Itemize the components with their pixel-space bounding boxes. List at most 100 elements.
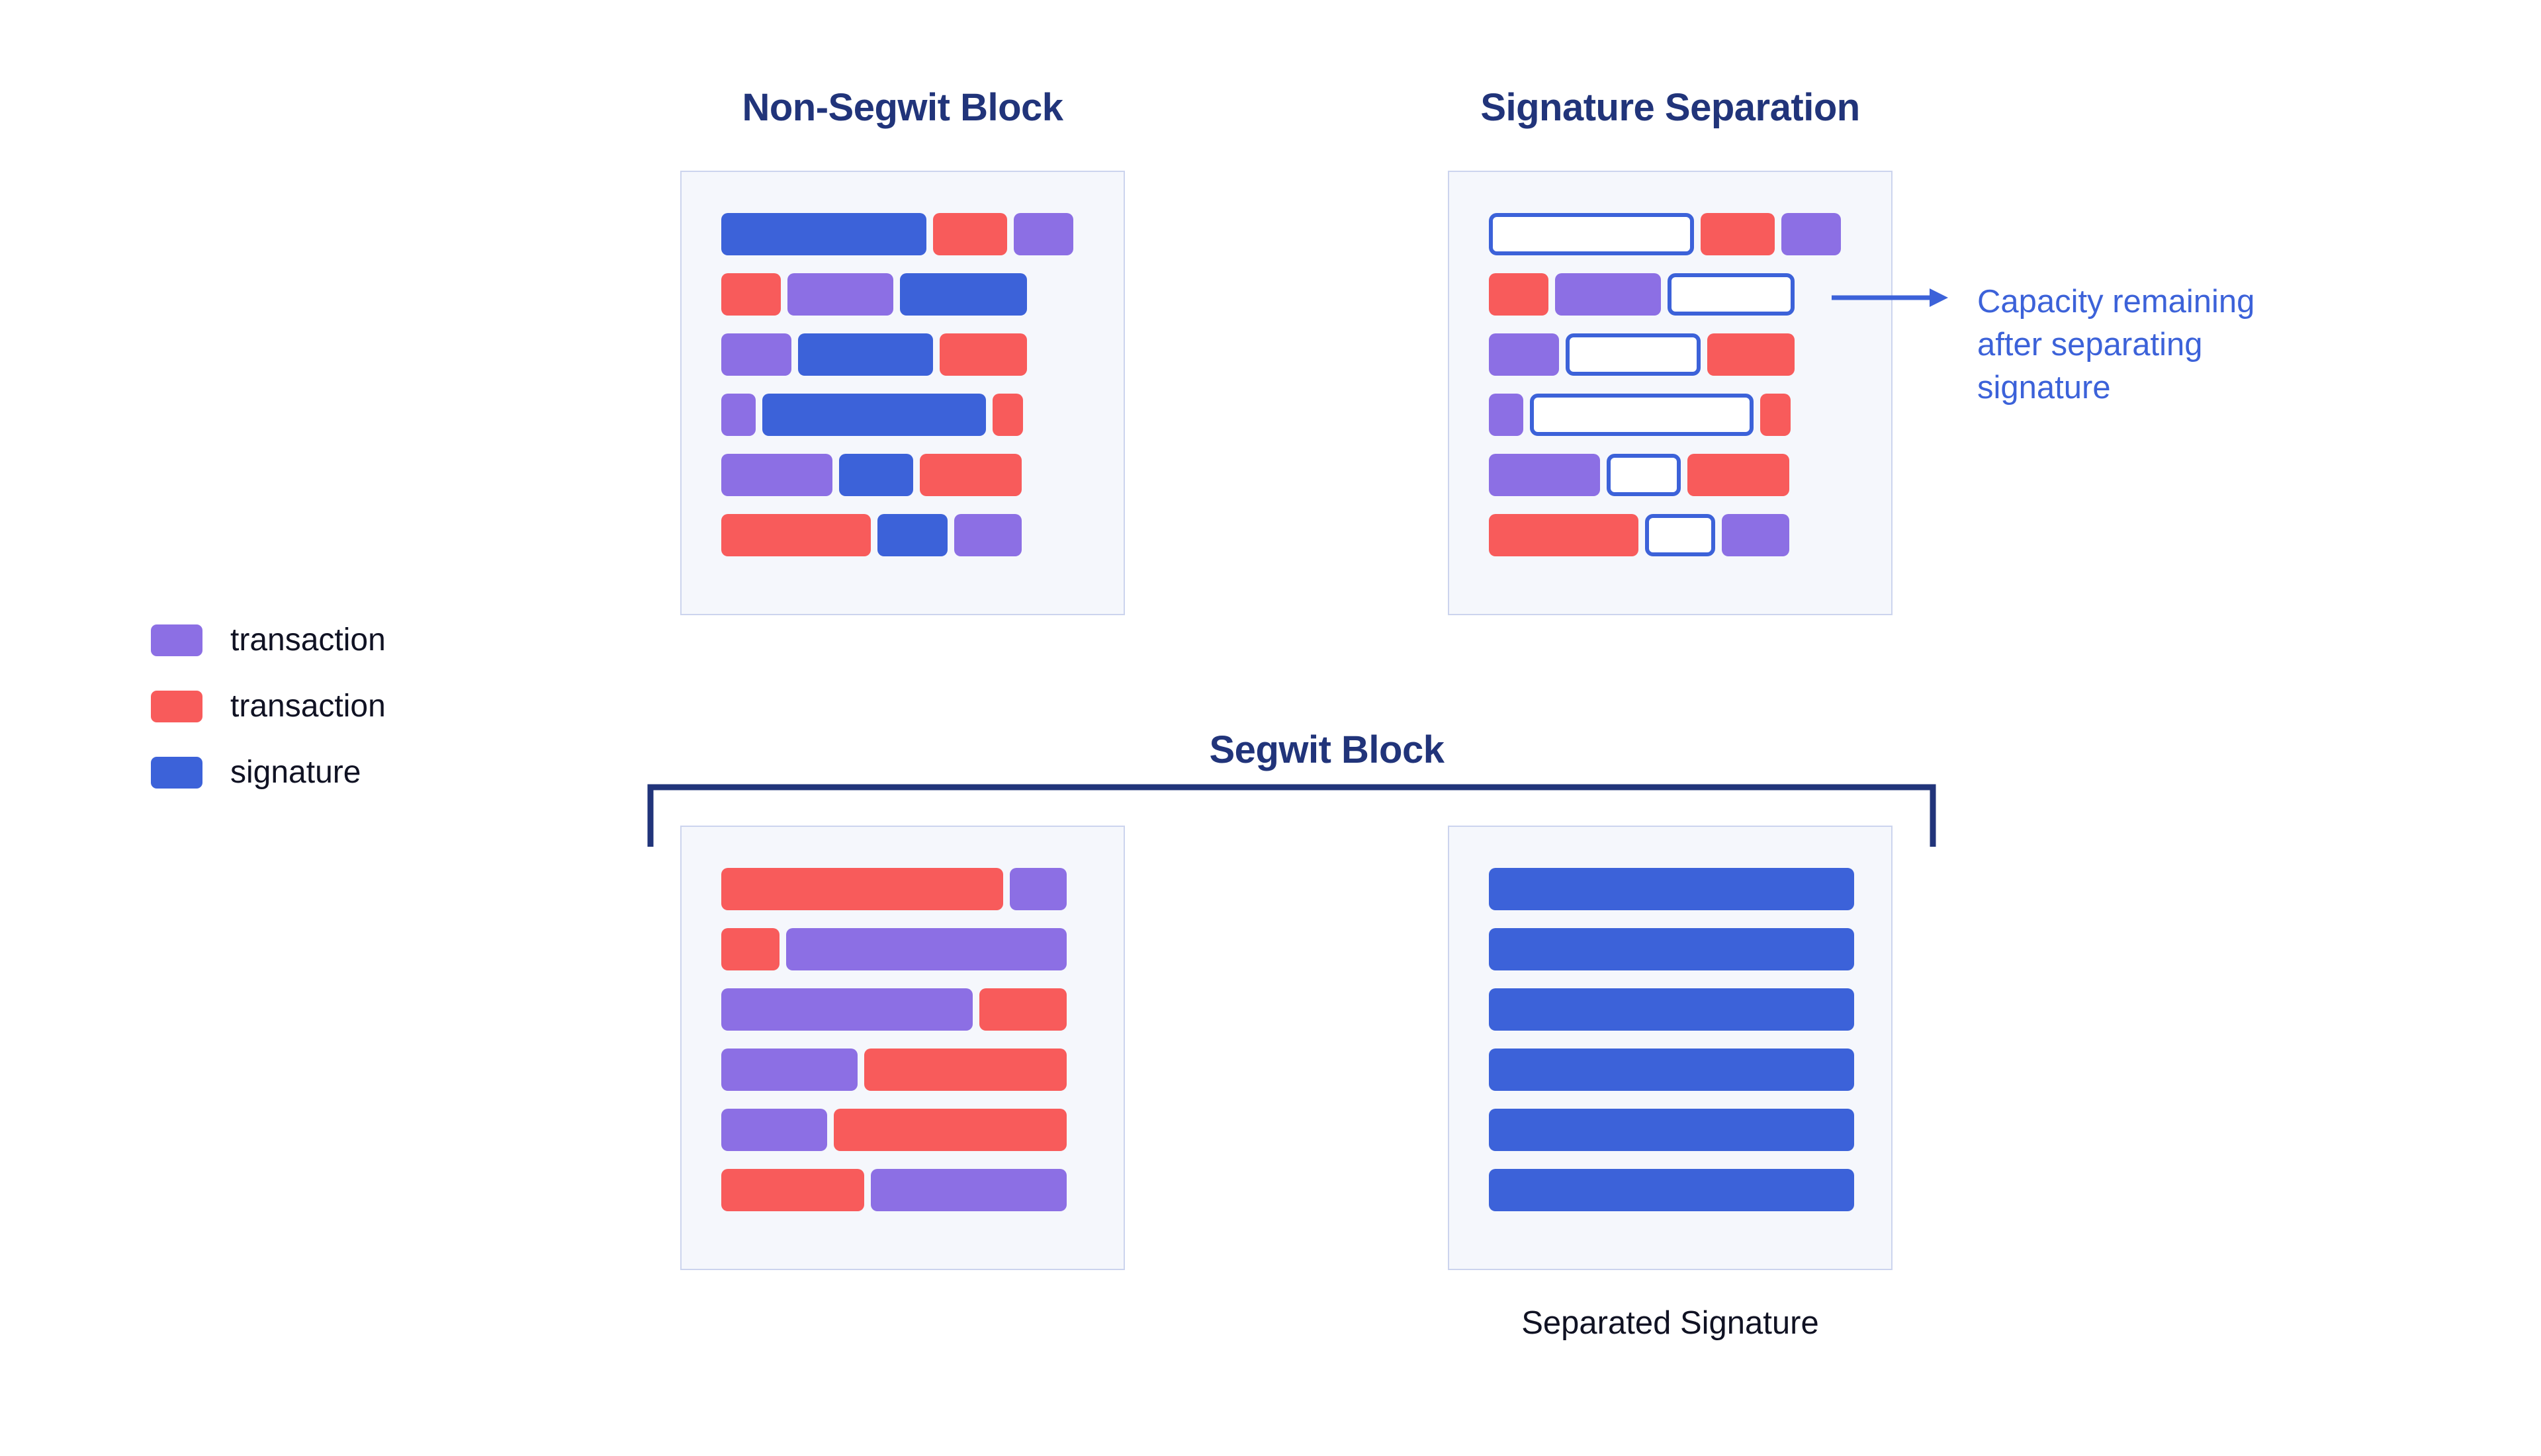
bar-row bbox=[1489, 928, 1854, 970]
signature-blue-bar bbox=[900, 273, 1027, 316]
signature-blue-bar bbox=[1489, 1049, 1854, 1091]
legend-label-transaction-purple: transaction bbox=[230, 622, 386, 658]
transaction-red-bar bbox=[721, 273, 781, 316]
bar-row bbox=[721, 1169, 1087, 1211]
transaction-purple-bar bbox=[1489, 454, 1600, 496]
bar-row bbox=[721, 1109, 1087, 1151]
bar-row bbox=[1489, 868, 1854, 910]
bar-row bbox=[721, 333, 1087, 376]
bar-row bbox=[1489, 1169, 1854, 1211]
transaction-purple-bar bbox=[871, 1169, 1067, 1211]
signature-separation-rows bbox=[1489, 213, 1854, 556]
transaction-purple-bar bbox=[1781, 213, 1841, 255]
bar-row bbox=[1489, 333, 1854, 376]
signature-blue-bar bbox=[1489, 1109, 1854, 1151]
non-segwit-block-panel bbox=[680, 171, 1125, 615]
transaction-purple-bar bbox=[721, 1109, 827, 1151]
transaction-purple-bar bbox=[721, 394, 756, 436]
bar-row bbox=[1489, 514, 1854, 556]
capacity-annotation-line-3: signature bbox=[1977, 370, 2111, 406]
transaction-purple-bar bbox=[721, 454, 832, 496]
transaction-red-bar bbox=[864, 1049, 1067, 1091]
legend-swatch-purple-icon bbox=[151, 624, 202, 656]
capacity-annotation-arrow-icon bbox=[1832, 288, 1948, 307]
signature-blue-bar bbox=[877, 514, 948, 556]
signature-blue-bar bbox=[1489, 1169, 1854, 1211]
capacity-annotation-line-2: after separating bbox=[1977, 327, 2203, 363]
signature-removed-outline-bar bbox=[1668, 273, 1795, 316]
bar-row bbox=[1489, 1049, 1854, 1091]
transaction-red-bar bbox=[721, 868, 1003, 910]
legend-label-transaction-red: transaction bbox=[230, 689, 386, 724]
transaction-red-bar bbox=[920, 454, 1022, 496]
signature-removed-outline-bar bbox=[1489, 213, 1694, 255]
transaction-purple-bar bbox=[1722, 514, 1789, 556]
bar-row bbox=[1489, 273, 1854, 316]
legend-swatch-blue-icon bbox=[151, 757, 202, 789]
transaction-red-bar bbox=[1687, 454, 1789, 496]
non-segwit-rows bbox=[721, 213, 1087, 556]
transaction-purple-bar bbox=[954, 514, 1022, 556]
transaction-red-bar bbox=[979, 988, 1067, 1031]
signature-blue-bar bbox=[1489, 988, 1854, 1031]
transaction-red-bar bbox=[834, 1109, 1067, 1151]
transaction-red-bar bbox=[721, 1169, 864, 1211]
signature-separation-panel bbox=[1448, 171, 1893, 615]
separated-signature-caption: Separated Signature bbox=[1521, 1305, 1819, 1341]
capacity-annotation-line-1: Capacity remaining bbox=[1977, 284, 2255, 320]
bar-row bbox=[1489, 213, 1854, 255]
transaction-purple-bar bbox=[1014, 213, 1073, 255]
segwit-block-title: Segwit Block bbox=[1209, 728, 1445, 771]
bar-row bbox=[721, 454, 1087, 496]
legend-item-transaction-purple: transaction bbox=[151, 624, 386, 656]
bar-row bbox=[721, 868, 1087, 910]
transaction-purple-bar bbox=[721, 333, 791, 376]
transaction-red-bar bbox=[721, 514, 871, 556]
segwit-transactions-panel bbox=[680, 826, 1125, 1270]
signature-removed-outline-bar bbox=[1530, 394, 1754, 436]
signature-blue-bar bbox=[798, 333, 933, 376]
transaction-red-bar bbox=[721, 928, 780, 970]
transaction-red-bar bbox=[993, 394, 1023, 436]
signature-removed-outline-bar bbox=[1607, 454, 1681, 496]
segwit-signatures-panel bbox=[1448, 826, 1893, 1270]
transaction-red-bar bbox=[1760, 394, 1791, 436]
bar-row bbox=[721, 928, 1087, 970]
bar-row bbox=[1489, 988, 1854, 1031]
transaction-red-bar bbox=[1707, 333, 1795, 376]
non-segwit-block-title: Non-Segwit Block bbox=[742, 86, 1063, 129]
bar-row bbox=[721, 1049, 1087, 1091]
signature-blue-bar bbox=[1489, 868, 1854, 910]
legend-item-signature-blue: signature bbox=[151, 757, 386, 789]
segwit-grouping-bracket-icon bbox=[647, 784, 1936, 847]
transaction-purple-bar bbox=[721, 1049, 858, 1091]
bar-row bbox=[721, 988, 1087, 1031]
signature-blue-bar bbox=[839, 454, 913, 496]
segwit-transaction-rows bbox=[721, 868, 1087, 1211]
bar-row bbox=[721, 213, 1087, 255]
transaction-red-bar bbox=[1701, 213, 1775, 255]
legend-label-signature: signature bbox=[230, 755, 361, 790]
transaction-purple-bar bbox=[1489, 333, 1559, 376]
signature-blue-bar bbox=[762, 394, 986, 436]
bar-row bbox=[721, 273, 1087, 316]
legend-item-transaction-red: transaction bbox=[151, 691, 386, 722]
transaction-purple-bar bbox=[721, 988, 973, 1031]
bar-row bbox=[1489, 1109, 1854, 1151]
transaction-purple-bar bbox=[786, 928, 1067, 970]
legend: transaction transaction signature bbox=[151, 624, 386, 789]
transaction-red-bar bbox=[1489, 514, 1638, 556]
capacity-annotation-text: Capacity remaining after separating sign… bbox=[1977, 280, 2335, 409]
signature-blue-bar bbox=[1489, 928, 1854, 970]
bar-row bbox=[721, 394, 1087, 436]
signature-blue-bar bbox=[721, 213, 926, 255]
legend-swatch-red-icon bbox=[151, 691, 202, 722]
transaction-purple-bar bbox=[1010, 868, 1067, 910]
transaction-red-bar bbox=[940, 333, 1027, 376]
bar-row bbox=[1489, 454, 1854, 496]
segwit-signature-rows bbox=[1489, 868, 1854, 1211]
signature-removed-outline-bar bbox=[1566, 333, 1701, 376]
transaction-red-bar bbox=[1489, 273, 1548, 316]
signature-separation-title: Signature Separation bbox=[1480, 86, 1860, 129]
